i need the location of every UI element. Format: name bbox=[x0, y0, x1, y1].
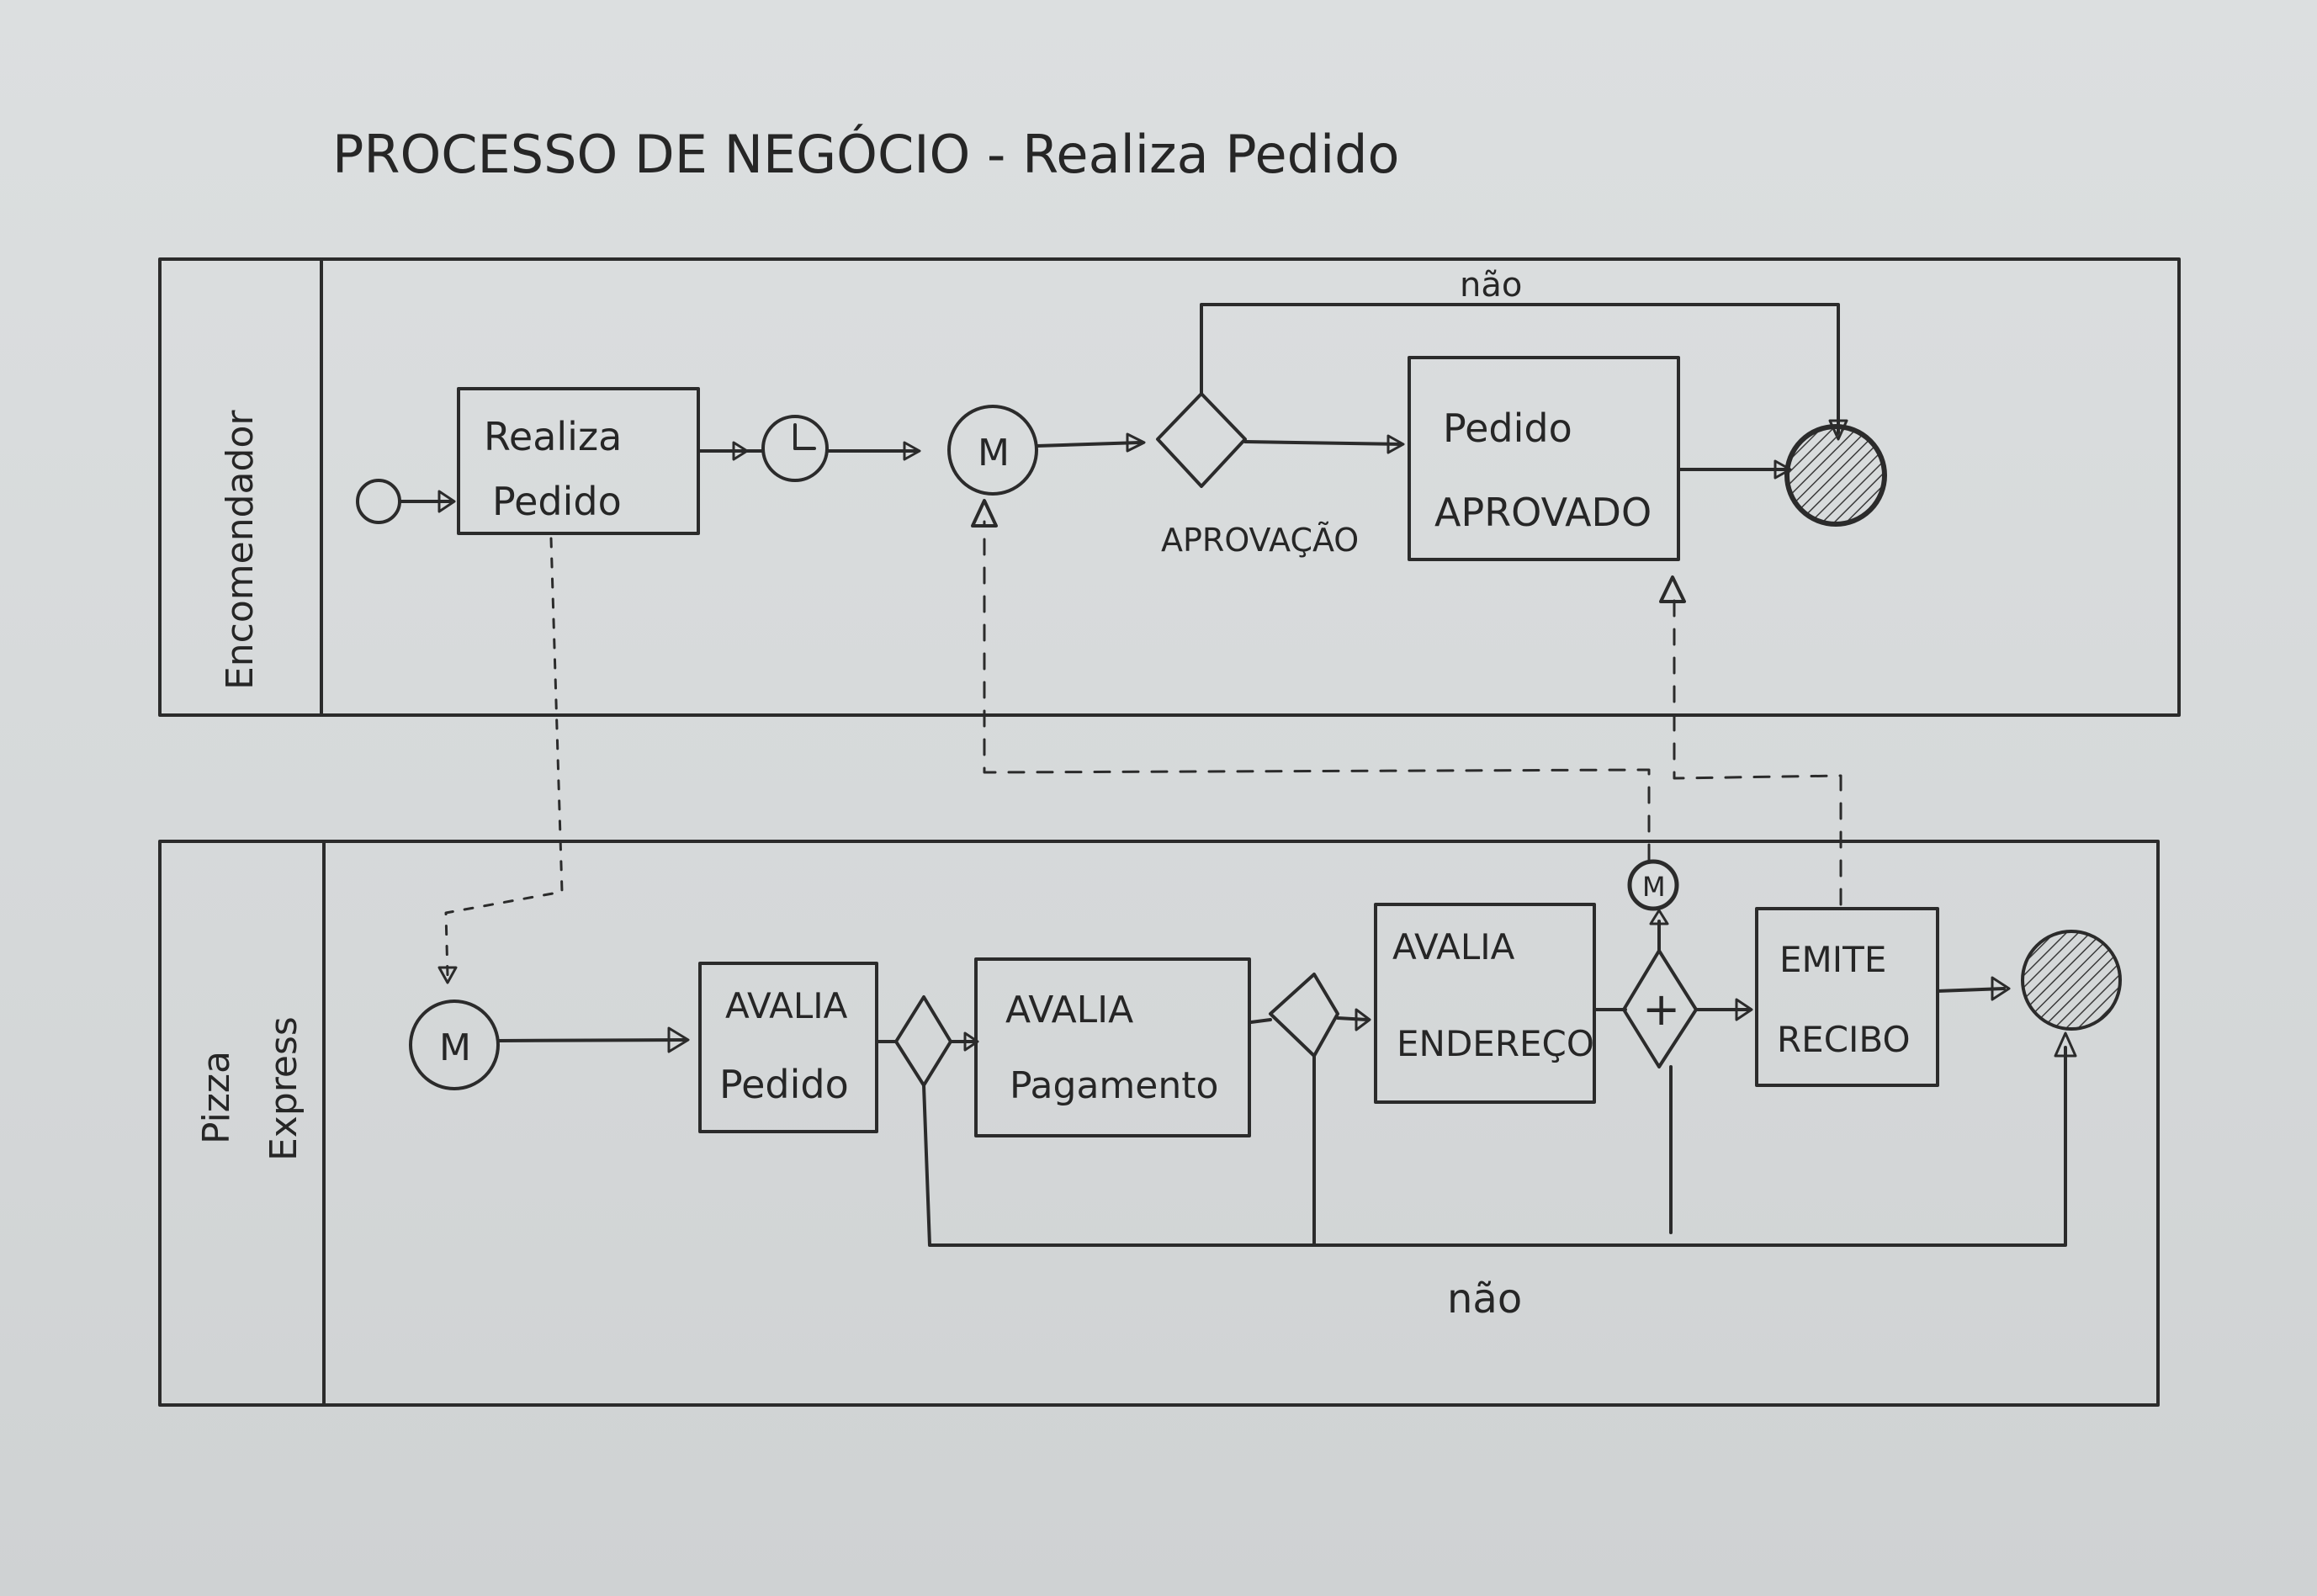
svg-text:Pagamento: Pagamento bbox=[1010, 1064, 1218, 1107]
flow-loop-nao-top bbox=[1200, 303, 1840, 439]
svg-text:ENDEREÇO: ENDEREÇO bbox=[1397, 1023, 1594, 1064]
pool-label-pizza-line1: Pizza bbox=[195, 1051, 238, 1144]
pool-pizza-express: Pizza Express bbox=[158, 840, 2160, 1407]
task-realiza-pedido: Realiza Pedido bbox=[457, 387, 700, 535]
task-avalia-pagamento: AVALIA Pagamento bbox=[974, 957, 1251, 1137]
task-pedido-aprovado: Pedido APROVADO bbox=[1408, 356, 1680, 561]
svg-text:RECIBO: RECIBO bbox=[1777, 1019, 1911, 1060]
svg-text:AVALIA: AVALIA bbox=[1005, 989, 1133, 1031]
svg-text:APROVADO: APROVADO bbox=[1434, 490, 1652, 535]
svg-text:Pedido: Pedido bbox=[1443, 406, 1572, 451]
message-flow-pedido bbox=[444, 537, 564, 978]
message-flow-to-encomendador bbox=[983, 520, 1651, 862]
message-throw-event-pizza: M bbox=[1627, 859, 1679, 911]
task-avalia-endereco: AVALIA ENDEREÇO bbox=[1374, 903, 1596, 1104]
svg-text:M: M bbox=[1642, 871, 1666, 903]
pool-encomendador: Encomendador bbox=[158, 257, 2181, 717]
task-emite-recibo: EMITE RECIBO bbox=[1755, 907, 1939, 1087]
pool-label-encomendador: Encomendador bbox=[219, 410, 262, 690]
task-avalia-pedido: AVALIA Pedido bbox=[698, 962, 878, 1133]
start-message-event-pizza: M bbox=[409, 999, 500, 1090]
start-event bbox=[356, 479, 401, 524]
svg-text:Realiza: Realiza bbox=[484, 414, 622, 459]
svg-text:+: + bbox=[1642, 983, 1680, 1036]
svg-text:M: M bbox=[439, 1026, 471, 1069]
loop-label-nao-top: não bbox=[1460, 266, 1522, 305]
page-title: PROCESSO DE NEGÓCIO - Realiza Pedido bbox=[332, 124, 1399, 185]
gateway-label-aprovacao: APROVAÇÃO bbox=[1161, 522, 1359, 559]
svg-text:AVALIA: AVALIA bbox=[725, 985, 848, 1026]
parallel-gateway: + bbox=[1622, 949, 1698, 1068]
svg-text:Pedido: Pedido bbox=[719, 1062, 849, 1107]
svg-text:Pedido: Pedido bbox=[492, 479, 622, 524]
message-event-encomendador: M bbox=[947, 405, 1038, 496]
gateway-aprovacao bbox=[1156, 392, 1247, 488]
end-event-pizza bbox=[2021, 930, 2122, 1031]
flow-reject-nao bbox=[922, 1046, 2067, 1247]
gateway-pagamento bbox=[1269, 973, 1339, 1058]
svg-text:AVALIA: AVALIA bbox=[1392, 926, 1515, 968]
pool-label-pizza-line2: Express bbox=[262, 1016, 305, 1161]
end-event-encomendador bbox=[1784, 424, 1887, 527]
timer-event bbox=[761, 415, 829, 482]
reject-label-nao: não bbox=[1447, 1275, 1522, 1323]
message-flow-recibo bbox=[1673, 597, 1842, 906]
gateway-pedido bbox=[894, 995, 952, 1087]
svg-text:M: M bbox=[978, 432, 1010, 475]
svg-text:EMITE: EMITE bbox=[1779, 939, 1886, 980]
